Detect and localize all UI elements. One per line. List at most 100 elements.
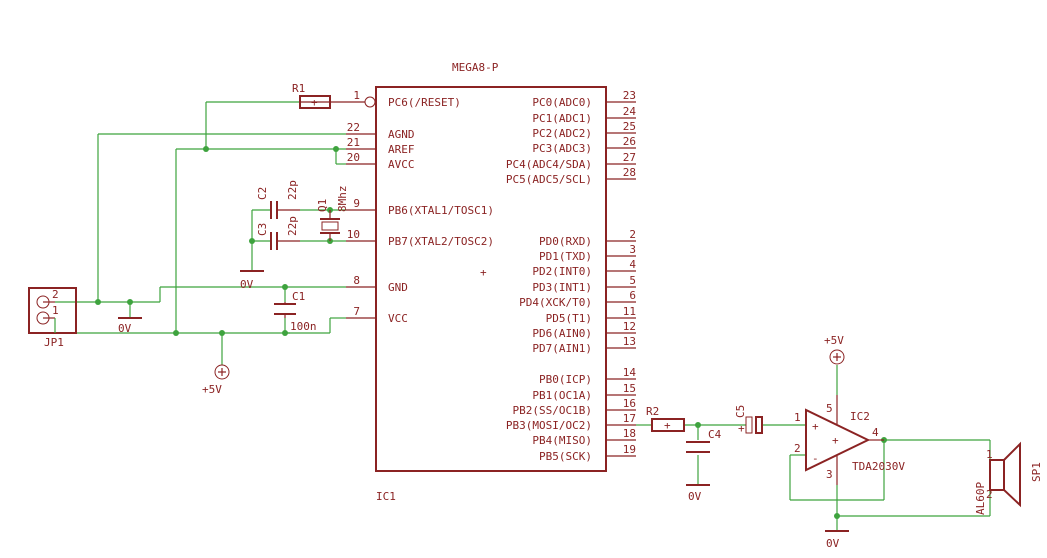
ic1-pin-name: PC6(/RESET)	[388, 96, 461, 109]
ic1-pin-name: PC5(ADC5/SCL)	[506, 173, 592, 186]
ic1-pin-name: GND	[388, 281, 408, 294]
capacitor-c3[interactable]: C3 22p	[256, 216, 300, 250]
gnd-label-c: 0V	[240, 278, 254, 291]
r1-label: R1	[292, 82, 305, 95]
jp1-pin2: 2	[52, 288, 59, 301]
r2-label: R2	[646, 405, 659, 418]
q1-value: 8Mhz	[336, 186, 349, 213]
ic1-pin-number: 23	[623, 89, 636, 102]
c3-value: 22p	[286, 216, 299, 236]
ic1-pin-name: PB2(SS/OC1B)	[513, 404, 592, 417]
ic1-pin-name: PC1(ADC1)	[532, 112, 592, 125]
c4-label: C4	[708, 428, 722, 441]
c1-value: 100n	[290, 320, 317, 333]
ic1-pin-number: 26	[623, 135, 636, 148]
ic2-value: TDA2030V	[852, 460, 905, 473]
c5-label: C5	[734, 405, 747, 418]
ic1[interactable]: MEGA8-P IC1 1PC6(/RESET)22AGND21AREF20AV…	[346, 61, 636, 503]
ic1-pin-number: 9	[353, 197, 360, 210]
ic2-pin2: 2	[794, 442, 801, 455]
svg-text:+: +	[832, 434, 839, 447]
ic1-name-label: IC1	[376, 490, 396, 503]
ic1-origin-marker: +	[480, 266, 487, 279]
ic1-pin-number: 19	[623, 443, 636, 456]
ic2-amplifier[interactable]: + - + 1 2 3 4 5 IC2 TDA2030V	[794, 395, 905, 485]
capacitor-c1[interactable]: C1 100n	[274, 290, 317, 333]
connector-jp1[interactable]: 2 1 JP1	[28, 287, 77, 349]
resistor-r1[interactable]: + R1	[292, 82, 376, 109]
speaker-sp1[interactable]: 1 2 AL60P SP1	[974, 441, 1043, 515]
ic1-pin-number: 12	[623, 320, 636, 333]
ic1-body	[375, 86, 607, 472]
c2-value: 22p	[286, 180, 299, 200]
c3-label: C3	[256, 223, 269, 236]
ic1-pin-number: 20	[347, 151, 360, 164]
vcc-label-right: +5V	[824, 334, 844, 347]
ic2-pin5: 5	[826, 402, 833, 415]
ic1-pin-number: 6	[629, 289, 636, 302]
crystal-q1[interactable]: Q1 8Mhz	[316, 186, 349, 242]
ground-symbol-c: 0V	[240, 270, 264, 291]
ic1-pin-number: 27	[623, 151, 636, 164]
sp1-pin2: 2	[986, 488, 993, 501]
ic1-pin-number: 3	[629, 243, 636, 256]
gnd-label-c4: 0V	[688, 490, 702, 503]
jp1-label: JP1	[44, 336, 64, 349]
ic1-pin-name: PC2(ADC2)	[532, 127, 592, 140]
ic1-pin-name: PD4(XCK/T0)	[519, 296, 592, 309]
resistor-r2[interactable]: + R2	[646, 405, 685, 432]
vcc-label-left: +5V	[202, 383, 222, 396]
ic1-pin-number: 7	[353, 305, 360, 318]
ic1-pin-name: PB5(SCK)	[539, 450, 592, 463]
ic1-pin-number: 8	[353, 274, 360, 287]
capacitor-c2[interactable]: C2 22p	[256, 180, 300, 219]
ic1-pin-number: 13	[623, 335, 636, 348]
ic1-pin-name: PD2(INT0)	[532, 265, 592, 278]
capacitor-c4[interactable]: C4	[686, 428, 722, 453]
ic1-pin-number: 14	[623, 366, 637, 379]
sp1-value: AL60P	[974, 482, 987, 515]
svg-text:-: -	[812, 452, 819, 465]
ic1-pin-number: 16	[623, 397, 636, 410]
capacitor-c5[interactable]: + C5	[734, 405, 763, 435]
ic1-pin-name: PD1(TXD)	[539, 250, 592, 263]
svg-text:+: +	[664, 419, 671, 432]
supply-5v-left: +5V	[202, 364, 230, 396]
wires	[55, 101, 991, 530]
svg-text:+: +	[311, 96, 318, 109]
ic1-pin-name: PC4(ADC4/SDA)	[506, 158, 592, 171]
svg-text:+: +	[812, 420, 819, 433]
gnd-label-jp: 0V	[118, 322, 132, 335]
ic1-pin-number: 21	[347, 136, 360, 149]
ground-symbol-jp: 0V	[118, 317, 142, 335]
